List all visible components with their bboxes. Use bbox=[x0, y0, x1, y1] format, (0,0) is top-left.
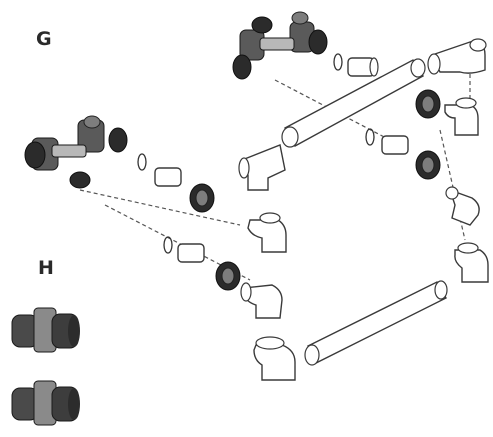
section-label-g: G bbox=[36, 28, 52, 50]
mid-left-elbow bbox=[247, 212, 287, 253]
far-right-elbow bbox=[445, 186, 480, 226]
upper-fitting-chain bbox=[333, 53, 379, 77]
mid-fitting-chain bbox=[365, 128, 441, 180]
section-label-h: H bbox=[38, 257, 54, 279]
hex-nipple-fitting-1 bbox=[11, 307, 80, 353]
left-fitting-chain-upper bbox=[137, 153, 215, 213]
upper-left-elbow bbox=[238, 144, 286, 191]
lower-right-tee bbox=[454, 242, 489, 283]
hex-nipple-fitting-2 bbox=[11, 380, 80, 426]
upper-right-elbow bbox=[427, 38, 487, 75]
upper-long-pipe bbox=[281, 58, 426, 148]
right-small-elbow bbox=[444, 97, 479, 136]
left-fitting-chain-lower bbox=[163, 236, 241, 291]
lower-long-pipe bbox=[304, 280, 448, 366]
bottom-elbow bbox=[253, 336, 296, 381]
lower-left-elbow bbox=[240, 282, 283, 319]
upper-nut bbox=[415, 89, 441, 119]
upper-valve-assembly bbox=[232, 11, 328, 80]
left-valve-assembly bbox=[24, 115, 128, 189]
